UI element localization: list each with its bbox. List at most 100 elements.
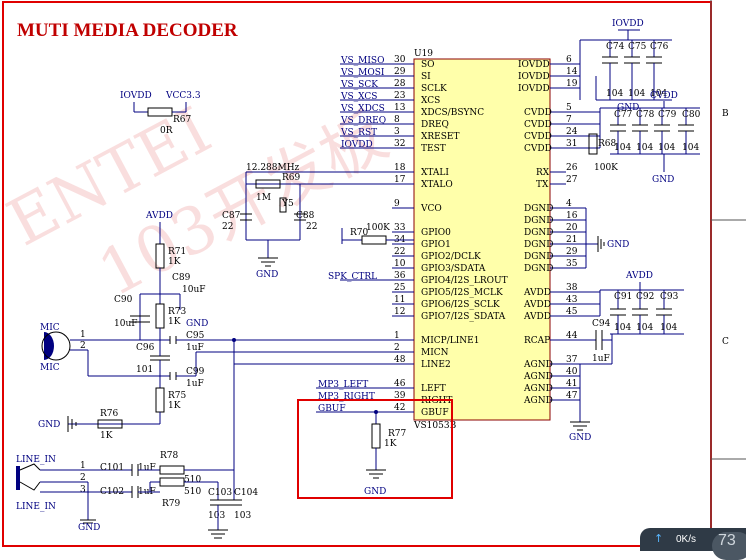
c94-ref: C94 (592, 319, 611, 329)
gnd-label-c: GND (652, 175, 674, 185)
right-pin-name: IOVDD (518, 72, 550, 82)
net-label: VS_RST (340, 128, 377, 138)
right-pin-number: 7 (566, 115, 572, 125)
r68-resistor (588, 133, 598, 155)
left-pin-number: 10 (394, 259, 406, 269)
cap-value: 104 (636, 323, 653, 333)
iovdd-label: IOVDD (612, 19, 644, 29)
right-pin-name: DGND (524, 240, 554, 250)
left-pin-name: GPIO4/I2S_LROUT (421, 276, 508, 286)
r71-ref: R71 (168, 247, 186, 257)
mic-label: MIC (40, 323, 60, 333)
upload-arrow-icon: ↑ (654, 532, 664, 545)
right-pin-name: AVDD (523, 300, 551, 310)
c95-value: 1uF (186, 343, 204, 353)
left-pin-name: GPIO7/I2S_SDATA (421, 312, 506, 322)
right-pin-number: 21 (566, 235, 577, 245)
gbuf-highlight-box (297, 399, 453, 499)
gnd-label-a: GND (569, 433, 591, 443)
xtal-freq: 12.288MHz (246, 163, 300, 173)
left-pin-number: 2 (394, 343, 400, 353)
iovdd-label-left: IOVDD (120, 91, 152, 101)
left-pin-number: 28 (394, 79, 406, 89)
r68-value: 100K (594, 163, 618, 173)
right-pin-name: RCAP (524, 336, 550, 346)
right-pin-number: 41 (566, 379, 577, 389)
r69-value: 1M (256, 193, 271, 203)
right-pin-name: CVDD (524, 144, 552, 154)
left-pin-number: 39 (394, 391, 406, 401)
chip-part: VS1053B (413, 421, 457, 431)
r75-resistor (155, 387, 165, 413)
left-pin-number: 17 (394, 175, 406, 185)
right-pin-number: 27 (566, 175, 578, 185)
gnd-label-xtal: GND (256, 270, 278, 280)
r76-resistor (97, 419, 123, 429)
right-pin-number: 31 (566, 139, 577, 149)
c89-ref: C89 (172, 273, 191, 283)
cap-ref: C78 (636, 110, 655, 120)
left-pin-number: 46 (394, 379, 406, 389)
right-pin-number: 20 (566, 223, 578, 233)
cap-value: 104 (614, 143, 631, 153)
c90-ref: C90 (114, 295, 133, 305)
vs1053b-chip (413, 58, 551, 421)
right-pin-number: 38 (566, 283, 578, 293)
right-pin-name: AGND (523, 372, 553, 382)
cap-ref: C91 (614, 292, 632, 302)
r76-ref: R76 (100, 409, 119, 419)
right-pin-number: 37 (566, 355, 578, 365)
cap-value: 104 (650, 89, 667, 99)
c103-value: 103 (208, 511, 225, 521)
left-pin-name: XRESET (421, 132, 460, 142)
c103-ref: C103 (208, 488, 232, 498)
left-pin-number: 23 (394, 91, 406, 101)
mic-icon (44, 332, 54, 360)
right-pin-number: 47 (566, 391, 578, 401)
left-pin-number: 12 (394, 307, 405, 317)
c96-value: 101 (136, 365, 153, 375)
left-pin-name: GPIO6/I2S_SCLK (421, 300, 500, 310)
chip-ref: U19 (414, 49, 433, 59)
left-pin-number: 8 (394, 115, 400, 125)
left-pin-name: XCS (421, 96, 440, 106)
right-pin-number: 16 (566, 211, 578, 221)
chip-right-pins: 6IOVDD14IOVDD19IOVDD5CVDD7CVDD24CVDD31CV… (518, 55, 578, 406)
c95-ref: C95 (186, 331, 205, 341)
net-label: VS_XDCS (340, 104, 385, 114)
right-pin-name: IOVDD (518, 60, 550, 70)
r75-value: 1K (168, 401, 181, 411)
battery-badge[interactable]: 73 (712, 532, 746, 560)
c104-ref: C104 (234, 488, 258, 498)
left-pin-name: XTALO (421, 180, 453, 190)
r70-ref: R70 (350, 228, 369, 238)
mic-pin2: 2 (80, 341, 86, 351)
right-pin-number: 26 (566, 163, 578, 173)
r79-value: 510 (184, 487, 201, 497)
left-pin-number: 3 (394, 127, 400, 137)
line-in-label-2: LINE_IN (16, 502, 56, 512)
cap-value: 104 (606, 89, 623, 99)
left-pin-name: MICP/LINE1 (421, 336, 479, 346)
c104-value: 103 (234, 511, 251, 521)
right-pin-name: CVDD (524, 132, 552, 142)
c99-value: 1uF (186, 379, 204, 389)
y5-crystal (279, 197, 287, 213)
gnd-label-line: GND (78, 523, 100, 533)
net-label: MP3_LEFT (318, 380, 368, 390)
net-label: VS_SCK (340, 80, 378, 90)
cap-ref: C74 (606, 42, 625, 52)
left-pin-name: GPIO2/DCLK (421, 252, 481, 262)
cap-value: 104 (614, 323, 631, 333)
right-pin-name: DGND (524, 204, 554, 214)
cap-value: 104 (658, 143, 675, 153)
right-pin-number: 40 (566, 367, 578, 377)
right-pin-name: AGND (523, 360, 553, 370)
right-pin-name: TX (536, 180, 549, 190)
net-label: GBUF (318, 404, 346, 414)
left-pin-name: LINE2 (421, 360, 451, 370)
cap-ref: C75 (628, 42, 647, 52)
c87-ref: C87 (222, 211, 241, 221)
c87-value: 22 (222, 222, 233, 232)
